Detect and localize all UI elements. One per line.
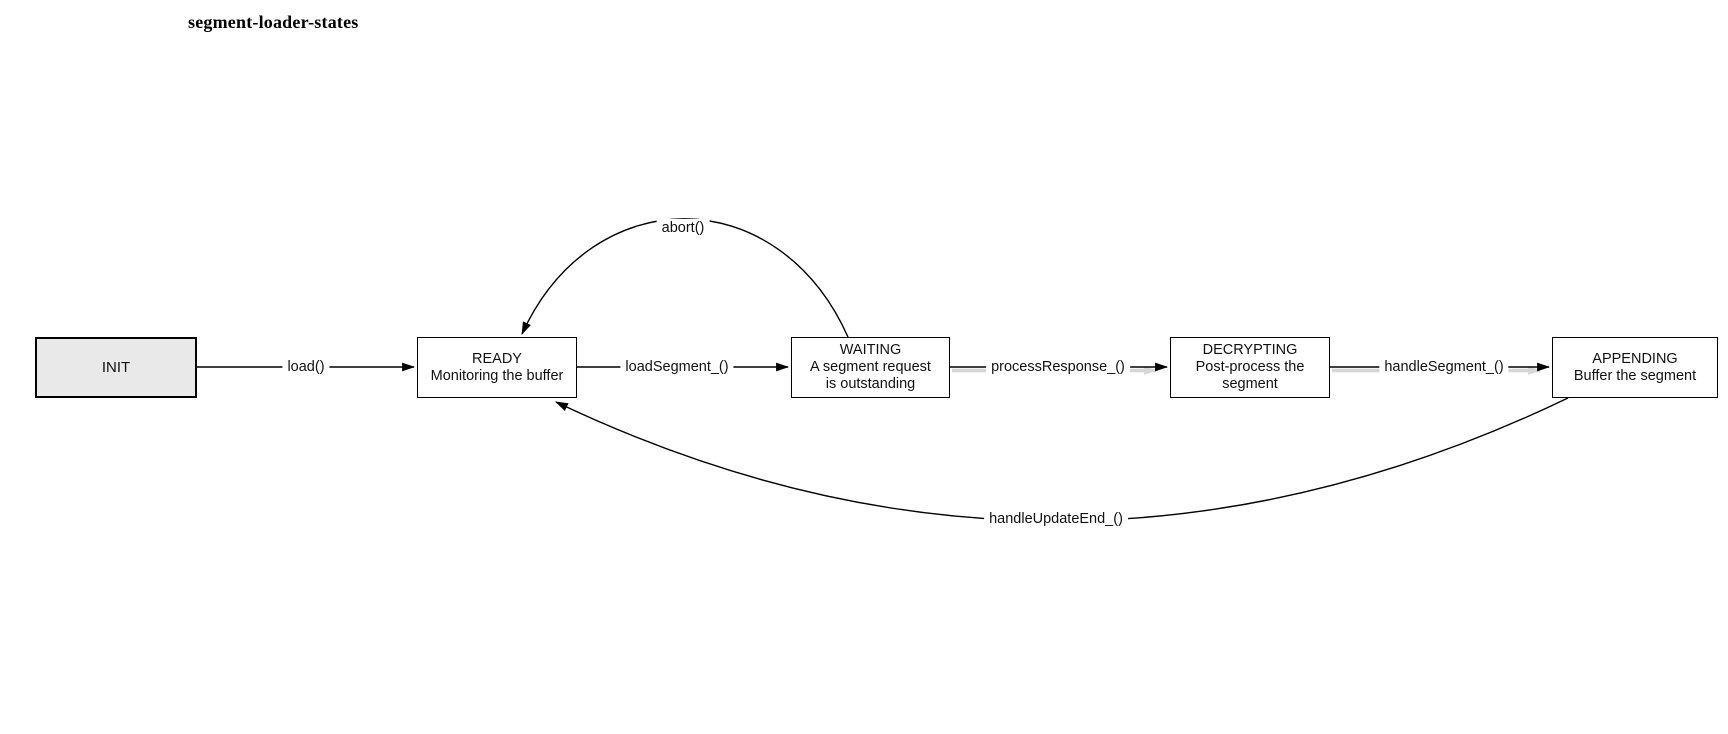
state-node-appending: APPENDING Buffer the segment xyxy=(1552,337,1718,398)
state-desc-waiting-2: is outstanding xyxy=(825,376,916,392)
state-node-waiting: WAITING A segment request is outstanding xyxy=(791,337,950,398)
state-desc-decrypting-1: Post-process the xyxy=(1195,359,1305,375)
edge-label-process-response: processResponse_() xyxy=(986,358,1130,376)
edge-label-handle-segment: handleSegment_() xyxy=(1379,358,1509,376)
state-desc-waiting-1: A segment request xyxy=(810,359,931,375)
state-node-init: INIT xyxy=(35,337,197,398)
state-node-ready: READY Monitoring the buffer xyxy=(417,337,577,398)
state-desc-appending: Buffer the segment xyxy=(1573,367,1697,384)
edge-label-load-segment: loadSegment_() xyxy=(620,358,734,376)
edge-label-load: load() xyxy=(282,358,330,376)
state-title-ready: READY xyxy=(472,350,522,367)
state-desc-decrypting-2: segment xyxy=(1222,376,1278,392)
state-title-init: INIT xyxy=(101,359,131,376)
state-node-decrypting: DECRYPTING Post-process the segment xyxy=(1170,337,1330,398)
state-title-waiting: WAITING xyxy=(839,342,902,358)
diagram-title: segment-loader-states xyxy=(188,12,359,32)
edge-handle-update-end-curve xyxy=(555,397,1569,522)
state-title-appending: APPENDING xyxy=(1592,350,1678,367)
edge-label-handle-update-end: handleUpdateEnd_() xyxy=(984,510,1128,528)
state-title-decrypting: DECRYPTING xyxy=(1202,342,1298,358)
state-desc-ready: Monitoring the buffer xyxy=(430,367,564,384)
edge-label-abort: abort() xyxy=(656,219,710,237)
